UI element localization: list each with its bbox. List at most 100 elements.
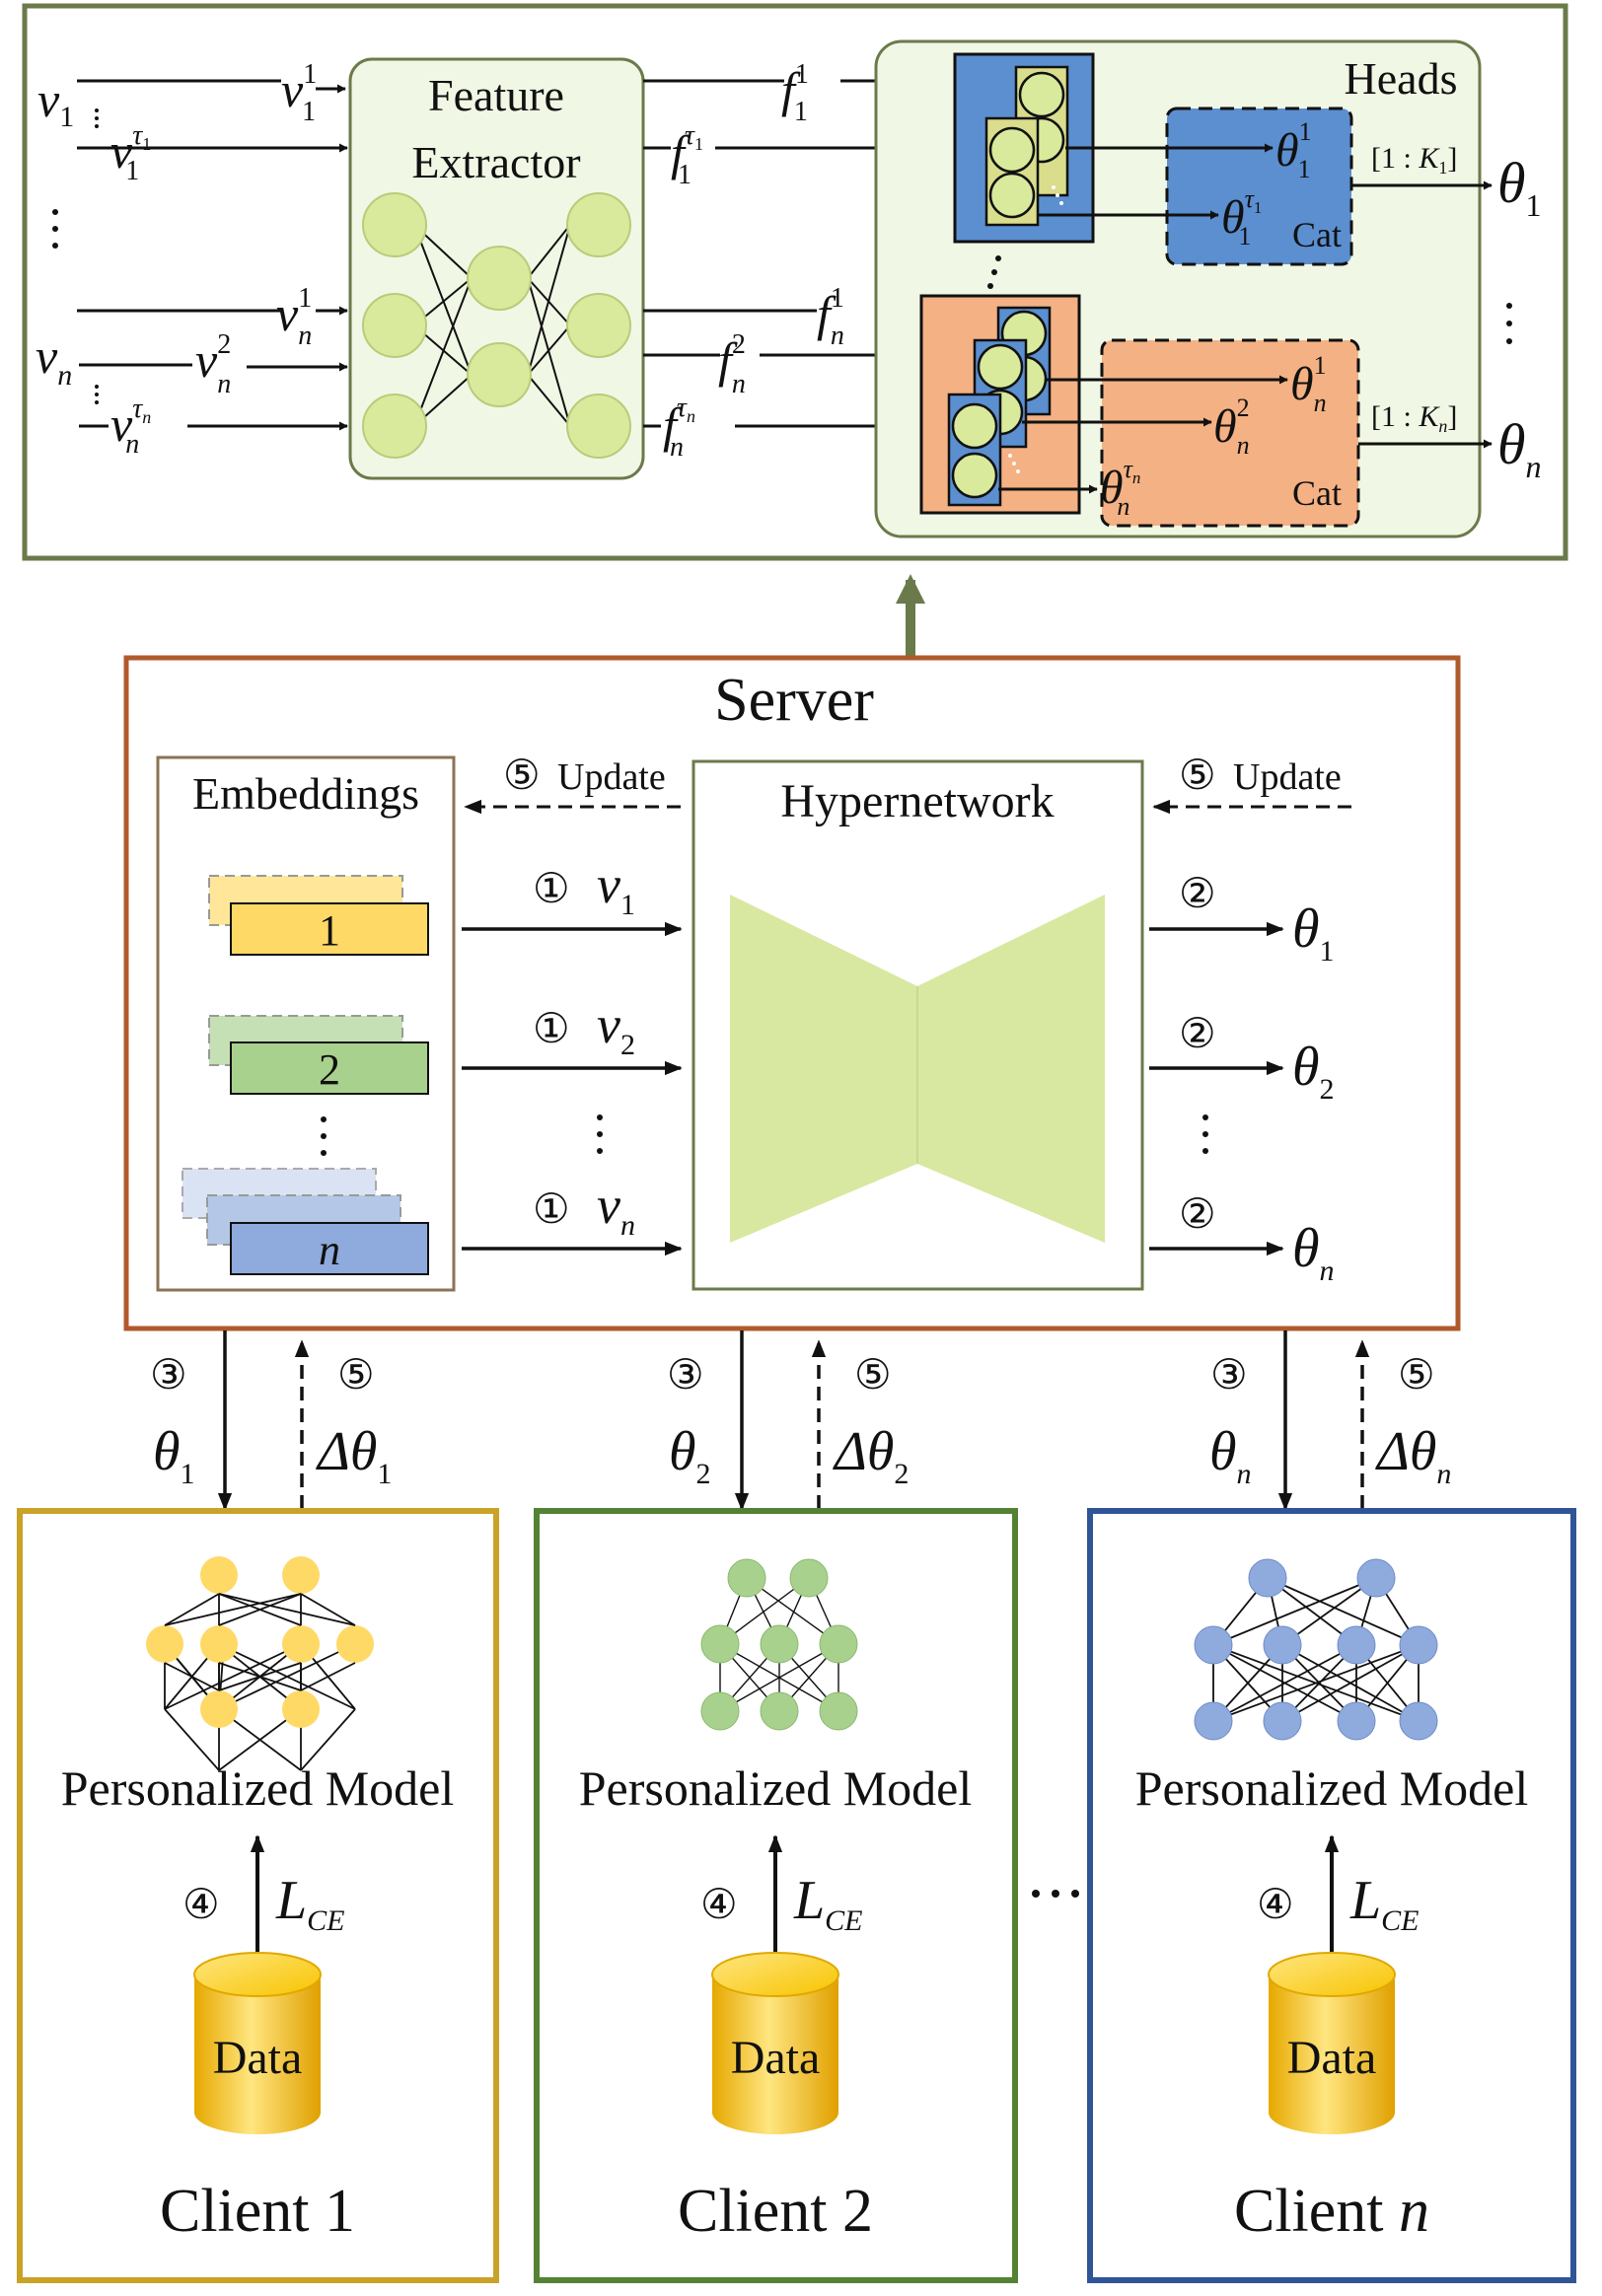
step2-theta2: ② xyxy=(1179,1012,1216,1057)
client-n-theta: θn xyxy=(1209,1421,1252,1490)
client-2-data-cylinder: Data xyxy=(711,1952,839,2134)
hypernetwork-label: Hypernetwork xyxy=(780,775,1054,827)
client-1-loss: LCE xyxy=(275,1870,345,1937)
client-2-data-label: Data xyxy=(731,2032,821,2084)
client-2-links: ③ ⑤ θ2 Δθ2 xyxy=(667,1330,909,1511)
client-2-delta: Δθ2 xyxy=(833,1421,909,1490)
client-2-loss: LCE xyxy=(793,1870,863,1937)
client-n-step3: ③ xyxy=(1210,1353,1248,1399)
client-n-loss: LCE xyxy=(1349,1870,1420,1937)
client-1-step5: ⑤ xyxy=(337,1353,375,1399)
server-title: Server xyxy=(714,667,874,734)
client-n-model-label: Personalized Model xyxy=(1135,1760,1529,1816)
client-1-step4: ④ xyxy=(182,1883,220,1928)
embedding-1-label: 1 xyxy=(319,906,340,955)
client-1-data-label: Data xyxy=(213,2032,303,2084)
heads-vertical-dots xyxy=(987,255,1001,289)
server-panel: Server Embeddings 1 2 n Hypernetwork xyxy=(123,655,1461,1331)
head-n-card-front xyxy=(947,393,1002,507)
top-theta1-label: θ1 xyxy=(1497,151,1542,223)
client-1: Personalized Model ④ LCE Data Client 1 xyxy=(17,1508,499,2283)
client-2-model-label: Personalized Model xyxy=(579,1760,973,1816)
top-thetan-label: θn xyxy=(1497,412,1542,484)
client-n-model-network xyxy=(1194,1558,1438,1741)
server-thetan-label: θn xyxy=(1292,1218,1335,1287)
top-output-dots xyxy=(1506,303,1512,344)
client-2-theta: θ2 xyxy=(669,1421,711,1490)
embedding-2-label: 2 xyxy=(319,1045,340,1094)
embedding-dots xyxy=(321,1116,327,1156)
client-n: Personalized Model ④ LCE Data Client n xyxy=(1087,1508,1576,2283)
client-1-model-label: Personalized Model xyxy=(61,1760,455,1816)
vector-v2-label: v2 xyxy=(597,995,635,1061)
client-2-model-network xyxy=(700,1558,858,1731)
client-n-name: Client n xyxy=(1234,2178,1429,2245)
client-1-border xyxy=(17,1508,499,2283)
update-label-left: Update xyxy=(557,756,666,798)
step2-thetan: ② xyxy=(1179,1192,1216,1238)
step1-v1: ① xyxy=(533,867,570,912)
client-n-links: ③ ⑤ θn Δθn xyxy=(1209,1330,1451,1511)
feature-extractor-title-1: Feature xyxy=(428,70,564,120)
embeddings-label: Embeddings xyxy=(192,768,419,819)
client-1-data-cylinder: Data xyxy=(193,1952,322,2134)
client-2-step3: ③ xyxy=(667,1353,704,1399)
vector-dots xyxy=(597,1114,603,1154)
server-theta1-label: θ1 xyxy=(1292,898,1335,968)
client-n-delta: Δθn xyxy=(1375,1421,1451,1490)
client-1-links: ③ ⑤ θ1 Δθ1 xyxy=(150,1330,392,1511)
step2-theta1: ② xyxy=(1179,872,1216,917)
feature-extractor: Feature Extractor xyxy=(348,57,645,480)
head-1-cat-label: Cat xyxy=(1292,215,1342,254)
input-v1-label: v1 xyxy=(37,72,74,133)
client-2-step4: ④ xyxy=(700,1883,738,1928)
clients-ellipsis xyxy=(1032,1890,1079,1898)
client-n-step4: ④ xyxy=(1257,1883,1294,1928)
update-step-right: ⑤ xyxy=(1179,753,1216,799)
embedding-1: 1 xyxy=(208,875,429,956)
client-n-data-label: Data xyxy=(1287,2032,1377,2084)
embedding-n-label: n xyxy=(319,1226,340,1274)
input-arrows xyxy=(77,79,348,431)
client-2-step5: ⑤ xyxy=(854,1353,892,1399)
step1-vn: ① xyxy=(533,1187,570,1233)
client-1-theta: θ1 xyxy=(153,1421,195,1490)
client-1-model-network xyxy=(146,1556,374,1771)
feature-extractor-nodes xyxy=(362,192,631,459)
client-2-nodes xyxy=(700,1558,858,1731)
client-n-data-cylinder: Data xyxy=(1268,1952,1396,2134)
client-2: Personalized Model ④ LCE Data Client 2 xyxy=(534,1508,1018,2283)
feature-extractor-title-2: Extractor xyxy=(411,137,580,187)
client-1-delta: Δθ1 xyxy=(316,1421,392,1490)
embedding-2: 2 xyxy=(208,1015,429,1095)
head-n-cat-label: Cat xyxy=(1292,473,1342,513)
client-n-nodes xyxy=(1194,1558,1438,1741)
embedding-n: n xyxy=(182,1168,429,1275)
client-2-name: Client 2 xyxy=(678,2178,873,2245)
client-n-step5: ⑤ xyxy=(1398,1353,1435,1399)
theta-dots xyxy=(1202,1114,1208,1154)
client-1-name: Client 1 xyxy=(160,2178,355,2245)
update-label-right: Update xyxy=(1233,756,1342,798)
head-1-range: [1 : K1] xyxy=(1371,142,1457,178)
head-1-card-front xyxy=(984,116,1040,227)
input-vn-label: vn xyxy=(36,328,72,392)
